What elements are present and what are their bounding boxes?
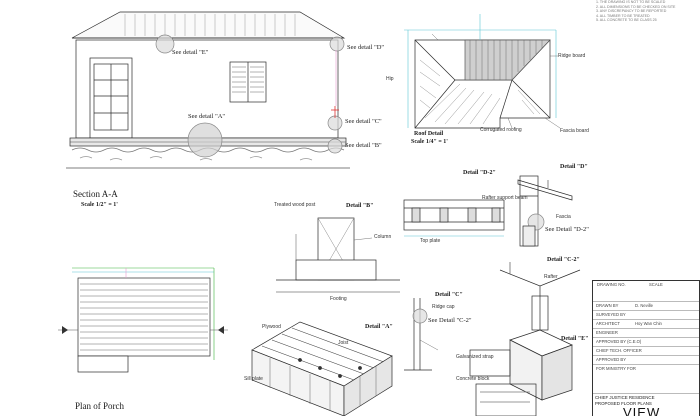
row-label: APPROVED BY (C.E.O)	[596, 339, 642, 344]
a-label-sill: Sill plate	[244, 376, 263, 382]
callout-see-detail-d: See detail "D"	[347, 44, 385, 51]
c-label-ridge-cap: Ridge cap	[432, 304, 455, 310]
section-elevation	[66, 11, 350, 169]
see-detail-c2: See Detail "C-2"	[428, 317, 472, 324]
project-name: CHIEF JUSTICE RESIDENCE	[595, 395, 655, 400]
row-label: FOR MINISTRY FOR	[596, 366, 636, 371]
sheet-main-title: VIEW	[623, 405, 661, 416]
d-label-fascia: Fascia	[556, 214, 571, 220]
callout-see-detail-e: See detail "E"	[172, 49, 209, 56]
project-subtitle: PROPOSED FLOOR PLANS	[595, 401, 652, 406]
roof-label-hip: Hip	[386, 76, 394, 82]
title-block-header: DRAWING NO. SCALE	[593, 281, 699, 295]
a-label-joist: Joist	[338, 340, 349, 346]
general-notes: 1. THE DRAWING IS NOT TO BE SCALED 2. AL…	[596, 0, 700, 23]
note-item: 3. ANY DISCREPANCY TO BE REPORTED	[596, 9, 667, 14]
detail-e-drawing	[469, 329, 573, 416]
porch-plan	[58, 267, 228, 373]
scale-label: SCALE	[649, 282, 663, 287]
roof-label-ridge: Ridge board	[558, 53, 586, 59]
row-value: Hoy Wan Chin	[635, 321, 662, 326]
a-label-plywood: Plywood	[262, 324, 281, 330]
section-scale: Scale 1/2" = 1'	[81, 202, 118, 208]
title-block-row: FOR MINISTRY FOR	[593, 364, 699, 374]
see-detail-d2: See Detail "D-2"	[545, 226, 589, 233]
row-label: APPROVED BY	[596, 357, 627, 362]
b-label-footing: Footing	[330, 296, 347, 302]
row-label: SURVEYED BY	[596, 312, 626, 317]
title-block: DRAWING NO. SCALE DRAWN BY D. Neville SU…	[592, 280, 700, 416]
d2-label-plate: Top plate	[420, 238, 441, 244]
callout-see-detail-c: See detail "C"	[345, 118, 382, 125]
b-label-column: Column	[374, 234, 392, 240]
row-value: D. Neville	[635, 303, 653, 308]
drawing-no-label: DRAWING NO.	[597, 282, 626, 287]
note-item: 2. ALL DIMENSIONS TO BE CHECKED ON SITE	[596, 4, 676, 9]
callout-see-detail-a: See detail "A"	[188, 113, 226, 120]
section-title: Section A-A	[73, 189, 118, 199]
detail-c-title: Detail "C"	[435, 292, 463, 298]
detail-d-drawing	[517, 175, 573, 247]
title-block-row: ARCHITECT Hoy Wan Chin	[593, 319, 699, 329]
note-item: 5. ALL CONCRETE TO BE CLASS 25	[596, 18, 657, 23]
row-label: ENGINEER	[596, 330, 618, 335]
title-block-row: APPROVED BY (C.E.O)	[593, 337, 699, 347]
detail-d-title: Detail "D"	[560, 164, 588, 170]
detail-d2-title: Detail "D-2"	[463, 170, 496, 176]
title-block-row: SURVEYED BY	[593, 310, 699, 320]
detail-a-title: Detail "A"	[365, 324, 393, 330]
detail-b-title: Detail "B"	[346, 203, 374, 209]
d2-label-beam: Rafter support beam	[482, 195, 528, 201]
title-block-row: ENGINEER	[593, 328, 699, 338]
roof-detail-scale: Scale 1/4" = 1'	[411, 139, 448, 145]
c2-label-rafter: Rafter	[544, 274, 558, 280]
row-label: DRAWN BY	[596, 303, 619, 308]
detail-c2-title: Detail "C-2"	[547, 257, 580, 263]
detail-b-drawing	[276, 217, 400, 293]
note-item: 4. ALL TIMBER TO BE TREATED	[596, 13, 650, 18]
e-label-strap: Galvanized strap	[456, 354, 494, 360]
detail-a-drawing	[251, 321, 393, 416]
roof-label-roofing: Corrugated roofing	[480, 127, 522, 133]
title-block-row: APPROVED BY	[593, 355, 699, 365]
row-label: CHIEF TECH. OFFICER	[596, 348, 642, 353]
porch-plan-title: Plan of Porch	[75, 401, 124, 411]
title-block-row: DRAWN BY D. Neville	[593, 301, 699, 311]
roof-label-fascia: Fascia board	[560, 128, 589, 134]
note-item: 1. THE DRAWING IS NOT TO BE SCALED	[596, 0, 666, 4]
row-label: ARCHITECT	[596, 321, 620, 326]
detail-d2-drawing	[403, 199, 505, 237]
callout-see-detail-b: See detail "B"	[345, 142, 382, 149]
roof-detail-title: Roof Detail	[414, 131, 444, 137]
e-label-block: Concrete block	[456, 376, 490, 382]
detail-c-drawing	[404, 298, 439, 371]
roof-plan	[404, 14, 561, 129]
title-block-row: CHIEF TECH. OFFICER	[593, 346, 699, 356]
detail-e-title: Detail "E"	[561, 336, 589, 342]
detail-c2-drawing	[499, 262, 581, 331]
b-label-post: Treated wood post	[274, 202, 316, 208]
title-block-divider	[593, 393, 699, 394]
